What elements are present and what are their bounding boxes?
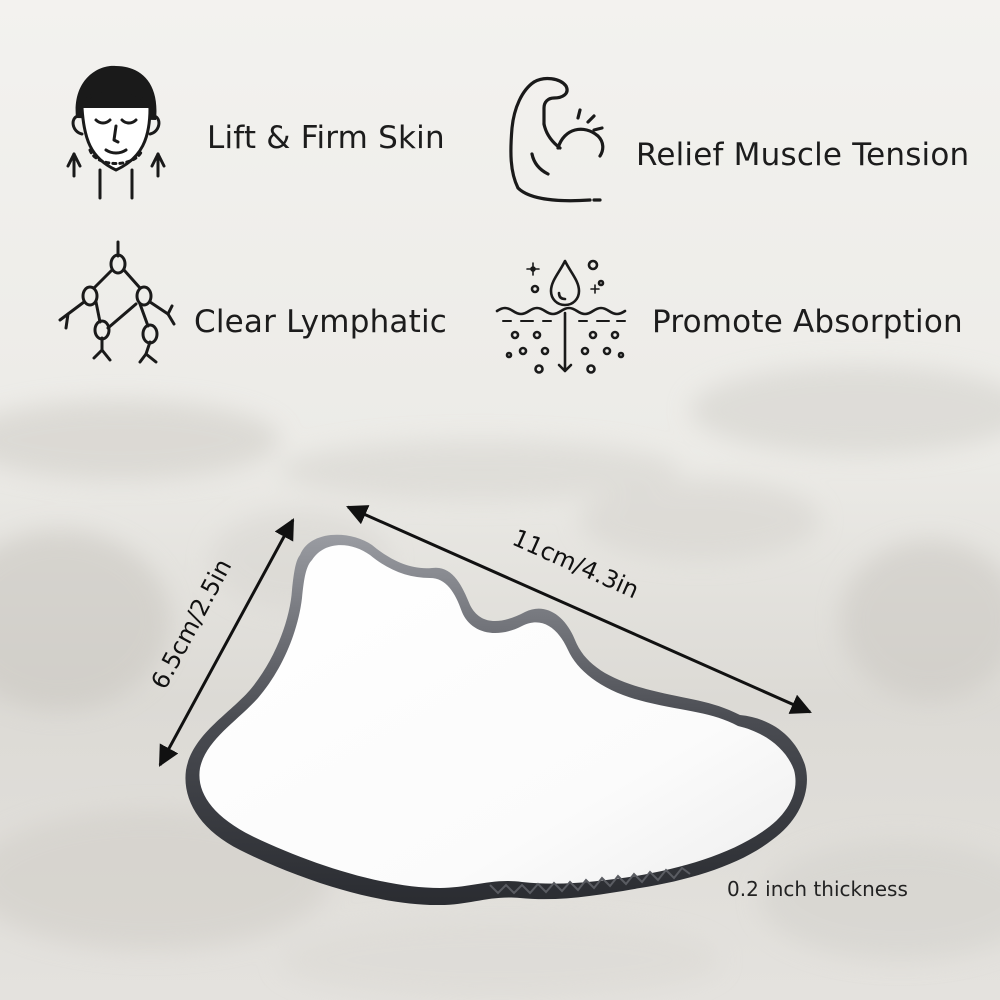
skin-absorption-icon [493, 255, 633, 380]
face-lift-icon [60, 58, 170, 208]
feature-label-lift: Lift & Firm Skin [207, 120, 445, 156]
feature-label-absorption: Promote Absorption [652, 304, 963, 340]
width-arrow [158, 518, 295, 767]
feature-label-lymphatic: Clear Lymphatic [194, 304, 448, 340]
gua-sha-face [199, 545, 796, 888]
thickness-label: 0.2 inch thickness [727, 877, 908, 901]
lymph-node-icon [56, 238, 178, 368]
feature-label-muscle: Relief Muscle Tension [636, 137, 970, 173]
muscle-arm-icon [500, 72, 620, 212]
length-arrow [346, 505, 812, 714]
